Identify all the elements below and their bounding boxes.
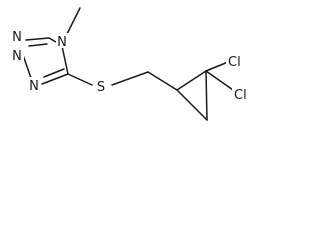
bond-n1-methyl: [65, 7, 81, 37]
atom-n2: N: [12, 30, 22, 45]
bond-n3-n2: [25, 37, 50, 41]
bond-c2-cl1: [205, 61, 229, 72]
bond-c1-c3: [176, 89, 208, 121]
atom-cl2: Cl: [234, 88, 247, 103]
bond-n1-c5: [61, 45, 69, 75]
atom-cl1: Cl: [228, 55, 241, 70]
bond-c5-s: [67, 73, 93, 86]
bond-s-ch2: [111, 71, 149, 86]
atom-n4: N: [29, 79, 39, 94]
bond-n3-n2-double: [28, 43, 48, 47]
bond-n4-n3: [22, 54, 32, 79]
bond-layer: [22, 7, 234, 121]
bond-c5-n4: [41, 73, 69, 85]
atom-n1: N: [57, 35, 67, 50]
bond-c2-cl2: [205, 70, 234, 91]
chemical-structure: N N N N S Cl Cl: [11, 7, 252, 121]
atom-s: S: [97, 80, 105, 95]
atom-layer: N N N N S Cl Cl: [11, 28, 252, 103]
bond-c5-n4-double: [43, 68, 65, 78]
bond-n2-n1: [48, 37, 57, 43]
bond-ch2-c1: [147, 71, 178, 91]
bond-c1-c2: [176, 70, 207, 91]
atom-n3: N: [12, 49, 22, 64]
bond-c2-c3: [205, 70, 208, 121]
